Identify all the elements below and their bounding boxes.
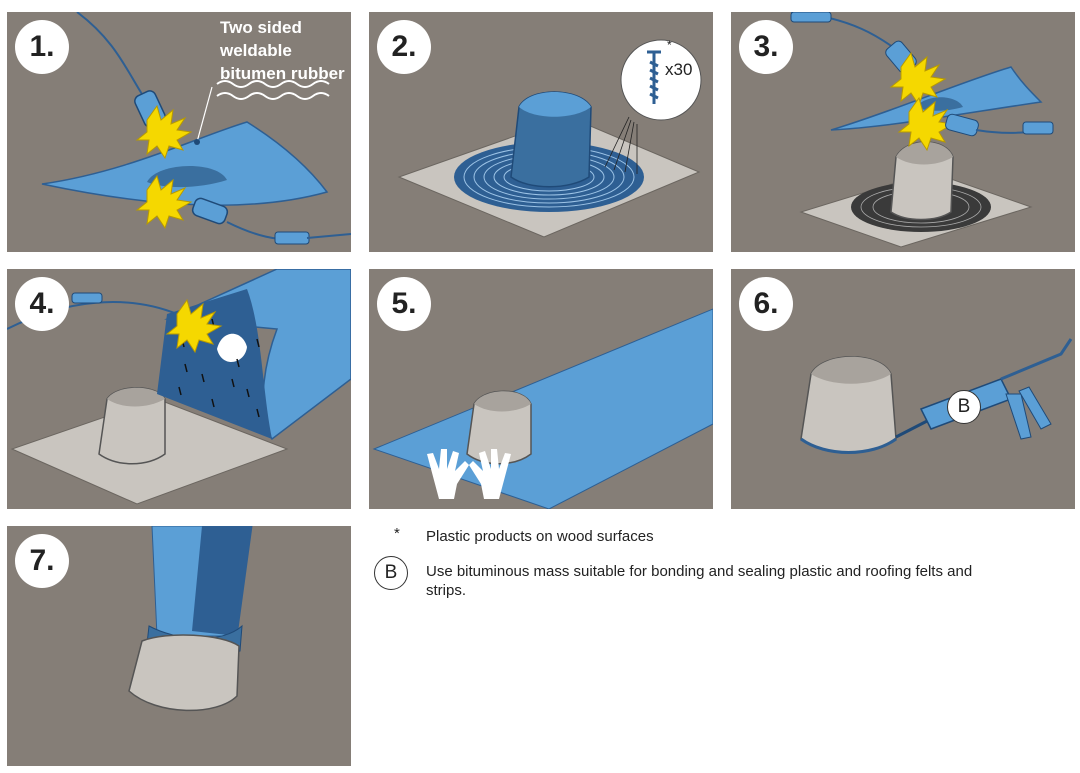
b-note-line2: strips. [426,582,467,599]
step-6-panel: 6. B [731,269,1075,509]
b-note-line1: Use bituminous mass suitable for bonding… [426,563,973,580]
label-line: weldable [220,41,292,60]
step-4-illustration [7,269,351,505]
asterisk-symbol: * [394,525,400,542]
step-number: 3. [739,20,793,74]
step-7-illustration [128,526,253,712]
step-2-illustration [397,39,702,238]
step-3-illustration [790,12,1054,248]
step-number: 7. [15,534,69,588]
label-line: Two sided [220,18,302,37]
step-number: 4. [15,277,69,331]
step-3-panel: 3. [731,12,1075,252]
step-number: 1. [15,20,69,74]
step-number: 6. [739,277,793,331]
step-number: 2. [377,20,431,74]
step-1-illustration [41,12,351,245]
screw-asterisk: * [667,38,672,52]
screw-count: x30 [665,60,693,79]
asterisk-note: Plastic products on wood surfaces [426,528,654,545]
label-line: bitumen rubber [220,64,345,83]
step-7-panel: 7. [7,526,351,766]
step-1-panel: 1. Two sided weldable bitumen rubber [7,12,351,252]
b-symbol: B [374,556,408,590]
step-number: 5. [377,277,431,331]
material-label: Two sided weldable bitumen rubber [220,16,345,85]
b-marker: B [947,390,981,424]
step-5-illustration [372,308,713,509]
step-5-panel: 5. [369,269,713,509]
step-2-panel: 2. * x30 [369,12,713,252]
step-4-panel: 4. [7,269,351,509]
